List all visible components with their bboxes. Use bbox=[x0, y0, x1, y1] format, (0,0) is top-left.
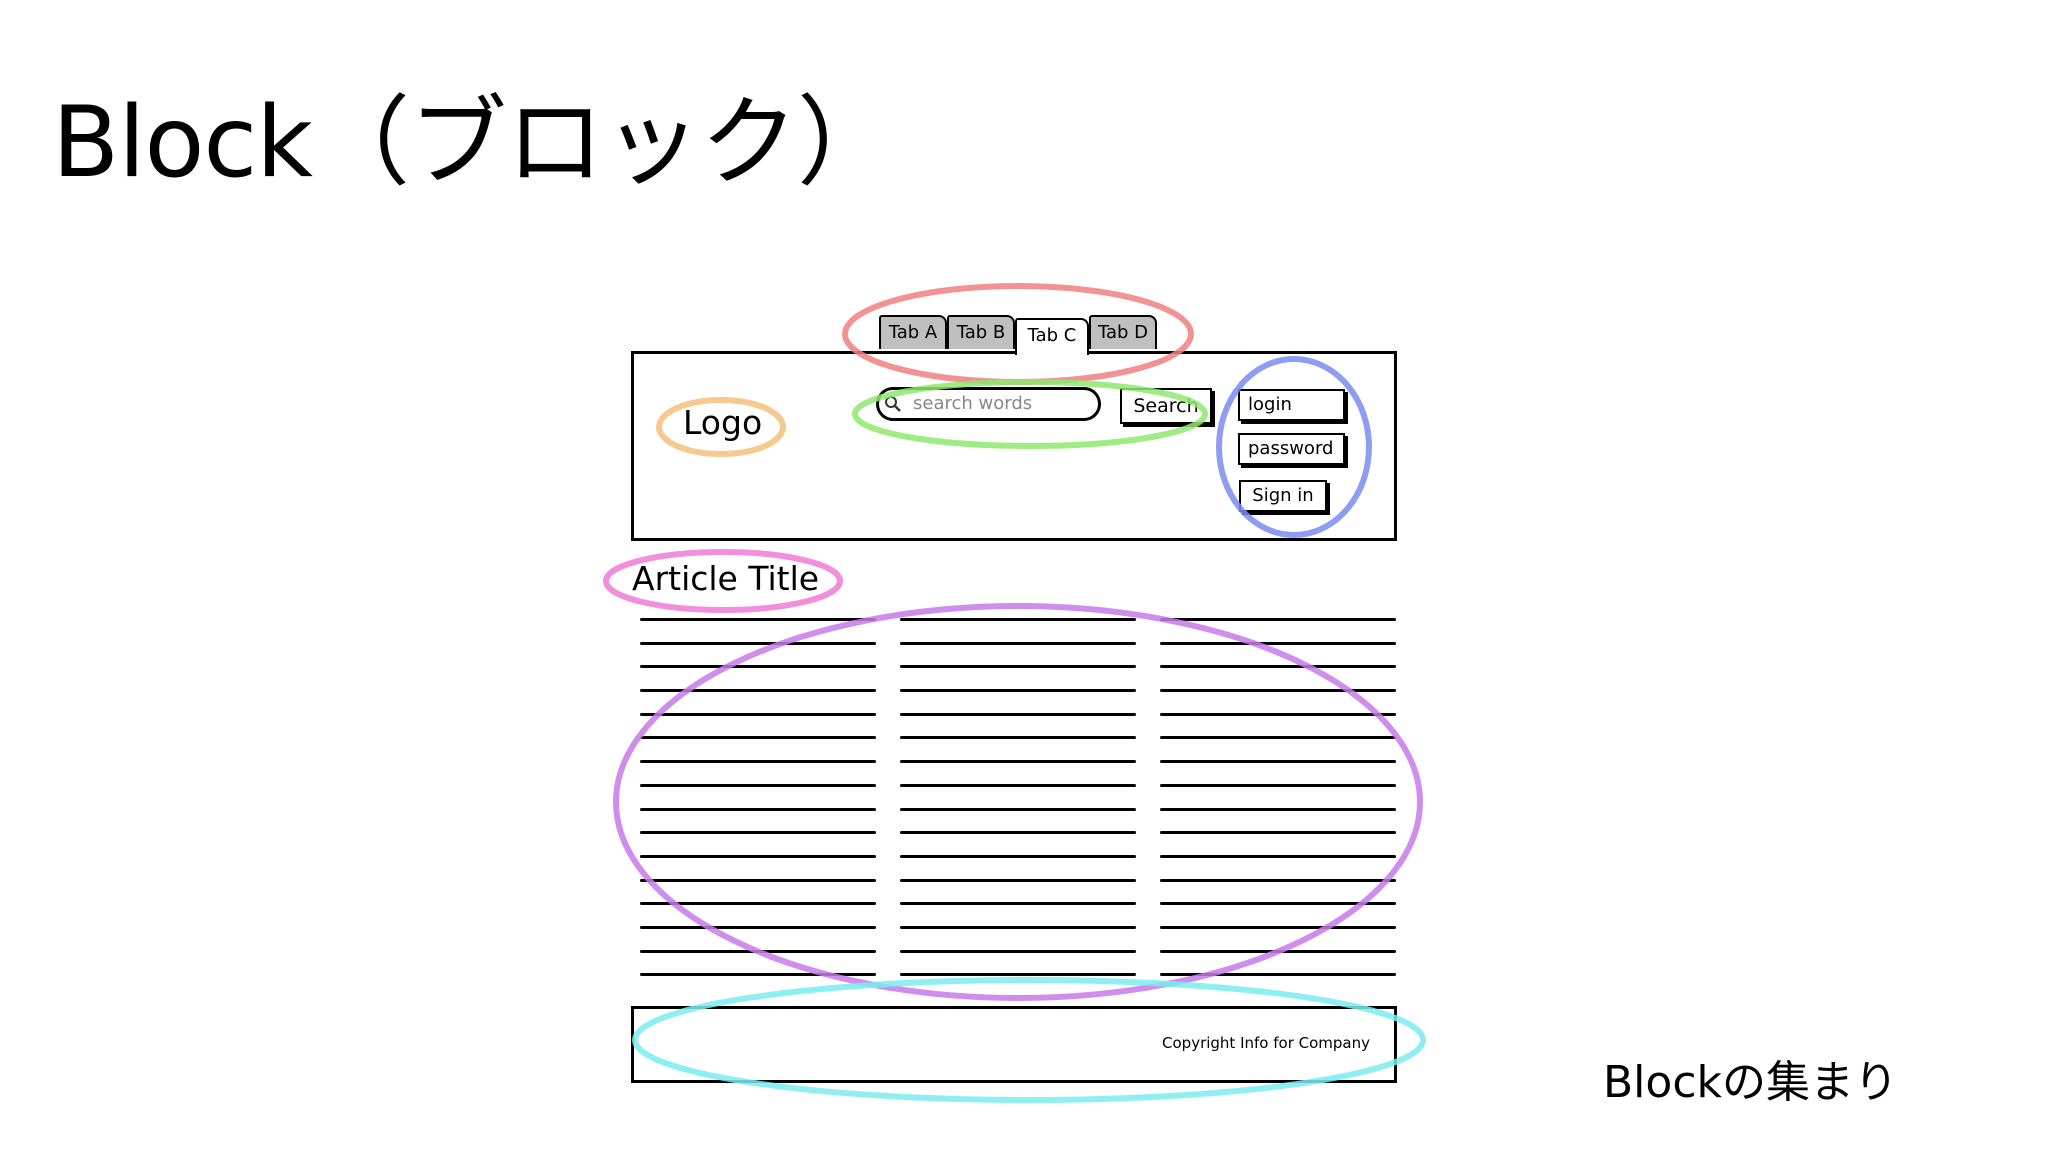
slide-title: Block（ブロック） bbox=[52, 86, 895, 200]
text-line bbox=[640, 760, 876, 764]
text-line bbox=[900, 618, 1136, 621]
text-line bbox=[640, 783, 876, 787]
text-line bbox=[1160, 949, 1396, 953]
text-line bbox=[640, 665, 876, 669]
text-column-1 bbox=[640, 618, 876, 997]
text-line bbox=[1160, 689, 1396, 693]
text-line bbox=[1160, 854, 1396, 858]
text-line bbox=[640, 736, 876, 740]
text-line bbox=[1160, 878, 1396, 882]
text-line bbox=[900, 641, 1136, 645]
search-input[interactable]: search words bbox=[876, 387, 1101, 421]
text-line bbox=[640, 689, 876, 693]
text-column-2 bbox=[900, 618, 1136, 997]
text-line bbox=[640, 902, 876, 906]
tab-a[interactable]: Tab A bbox=[879, 315, 947, 349]
text-line bbox=[640, 618, 876, 621]
text-line bbox=[900, 973, 1136, 977]
login-field[interactable]: login bbox=[1238, 389, 1345, 421]
article-title: Article Title bbox=[632, 559, 820, 598]
text-line bbox=[1160, 618, 1396, 621]
text-line bbox=[1160, 783, 1396, 787]
logo[interactable]: Logo bbox=[683, 403, 763, 442]
text-line bbox=[1160, 736, 1396, 740]
text-line bbox=[640, 831, 876, 835]
text-line bbox=[640, 807, 876, 811]
text-line bbox=[640, 878, 876, 882]
tab-bar: Tab A Tab B Tab C Tab D bbox=[877, 315, 1167, 355]
text-line bbox=[1160, 760, 1396, 764]
text-line bbox=[900, 902, 1136, 906]
text-line bbox=[640, 925, 876, 929]
text-line bbox=[900, 736, 1136, 740]
text-line bbox=[900, 854, 1136, 858]
tab-d[interactable]: Tab D bbox=[1089, 315, 1157, 349]
text-line bbox=[1160, 665, 1396, 669]
text-line bbox=[900, 949, 1136, 953]
password-field[interactable]: password bbox=[1238, 433, 1345, 465]
text-line bbox=[1160, 925, 1396, 929]
text-line bbox=[1160, 712, 1396, 716]
text-line bbox=[900, 925, 1136, 929]
text-line bbox=[1160, 641, 1396, 645]
text-line bbox=[900, 689, 1136, 693]
text-line bbox=[1160, 831, 1396, 835]
text-column-3 bbox=[1160, 618, 1396, 997]
text-line bbox=[900, 831, 1136, 835]
text-line bbox=[900, 712, 1136, 716]
text-line bbox=[1160, 902, 1396, 906]
text-line bbox=[900, 878, 1136, 882]
text-line bbox=[900, 665, 1136, 669]
text-line bbox=[900, 783, 1136, 787]
text-line bbox=[1160, 807, 1396, 811]
magnifier-icon bbox=[885, 396, 901, 412]
text-line bbox=[640, 973, 876, 977]
text-line bbox=[640, 641, 876, 645]
text-line bbox=[640, 949, 876, 953]
text-line bbox=[640, 854, 876, 858]
text-line bbox=[640, 712, 876, 716]
sign-in-button[interactable]: Sign in bbox=[1239, 480, 1327, 512]
slide-caption: Blockの集まり bbox=[1603, 1057, 1899, 1108]
text-line bbox=[1160, 973, 1396, 977]
tab-b[interactable]: Tab B bbox=[947, 315, 1015, 349]
text-line bbox=[900, 807, 1136, 811]
copyright-text: Copyright Info for Company bbox=[1162, 1034, 1370, 1052]
text-line bbox=[900, 760, 1136, 764]
tab-c[interactable]: Tab C bbox=[1015, 318, 1089, 355]
search-button[interactable]: Search bbox=[1120, 388, 1212, 424]
article-body bbox=[640, 618, 1396, 988]
